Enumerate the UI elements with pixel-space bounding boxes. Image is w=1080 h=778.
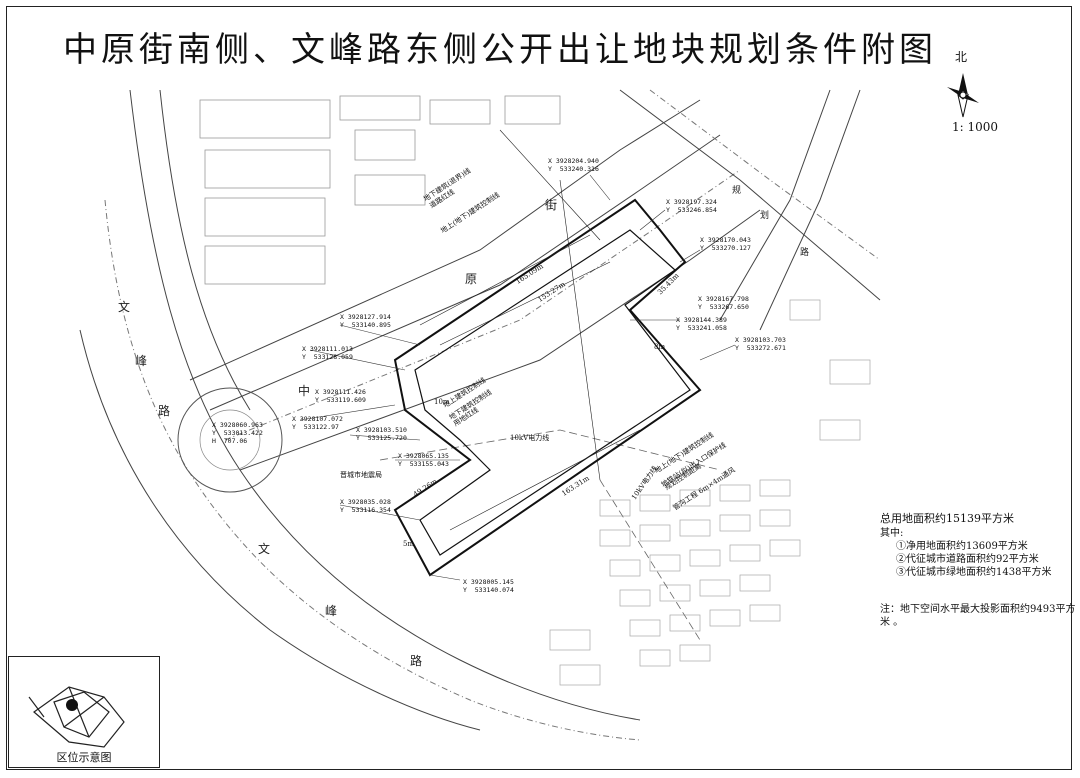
location-inset: 区位示意图 bbox=[8, 656, 160, 768]
stats-note: 注：地下空间水平最大投影面积约9493平方米 。 bbox=[880, 604, 1076, 628]
road-label: 路 bbox=[800, 248, 810, 258]
label-district-office: 晋城市地震局 bbox=[340, 471, 382, 479]
building-control-line bbox=[414, 229, 691, 556]
roundabout bbox=[177, 387, 283, 493]
road-east bbox=[619, 89, 881, 331]
coord-label: X 3928144.389 Y 533241.058 bbox=[676, 316, 727, 332]
site-location-marker-icon bbox=[66, 699, 78, 711]
road-label: 规 bbox=[732, 186, 742, 196]
coord-label: X 3928107.072 Y 533122.97 bbox=[292, 415, 343, 431]
road-label: 峰 bbox=[325, 604, 338, 618]
stats-of-which: 其中: bbox=[880, 528, 904, 539]
road-label: 划 bbox=[760, 211, 770, 221]
road-label: 文 bbox=[258, 542, 271, 556]
north-arrow-icon bbox=[947, 73, 979, 118]
coord-label: X 3928111.013 Y 533128.059 bbox=[302, 345, 353, 361]
coord-label: X 3928060.963 Y 533013.422 H 707.06 bbox=[212, 421, 263, 445]
site-boundary bbox=[393, 198, 702, 577]
coord-label: X 3928204.940 Y 533240.316 bbox=[548, 157, 599, 173]
coord-label: X 3928035.028 Y 533116.354 bbox=[340, 498, 391, 514]
label-power-line: 10kV电力线 bbox=[510, 434, 550, 442]
road-label: 街 bbox=[545, 198, 558, 212]
label-dimension: 5m bbox=[403, 540, 415, 548]
road-label: 中 bbox=[298, 384, 311, 398]
coord-label: X 3928127.914 Y 533140.895 bbox=[340, 313, 391, 329]
road-label: 原 bbox=[465, 272, 478, 286]
leader-lines bbox=[299, 174, 736, 581]
power-lines bbox=[379, 429, 721, 641]
road-label: 峰 bbox=[135, 354, 148, 368]
coord-label: X 3928065.135 Y 533155.043 bbox=[398, 452, 449, 468]
road-label: 文 bbox=[118, 300, 131, 314]
existing-buildings-se bbox=[549, 299, 871, 686]
coord-label: X 3928103.703 Y 533272.671 bbox=[735, 336, 786, 352]
label-dimension: 8m bbox=[654, 343, 666, 351]
label-dimension: 10m bbox=[434, 398, 450, 406]
dimension-lines bbox=[419, 129, 641, 531]
existing-buildings-nw bbox=[199, 95, 561, 285]
road-zhongyuan bbox=[189, 99, 761, 471]
stats-total: 总用地面积约15139平方米 bbox=[880, 512, 1014, 525]
inset-map bbox=[28, 686, 125, 748]
coord-label: X 3928167.798 Y 533267.650 bbox=[698, 295, 749, 311]
area-stats: 总用地面积约15139平方米 其中: ①净用地面积约13609平方米 ②代征城市… bbox=[880, 512, 1080, 629]
page-title: 中原街南侧、文峰路东侧公开出让地块规划条件附图 bbox=[63, 30, 937, 70]
north-label: 北 bbox=[955, 50, 968, 64]
stats-item: ①净用地面积约13609平方米 bbox=[896, 541, 1028, 552]
road-wenfeng bbox=[79, 89, 641, 741]
road-label: 路 bbox=[158, 404, 171, 418]
stats-item: ③代征城市绿地面积约1438平方米 bbox=[896, 567, 1052, 578]
inset-label: 区位示意图 bbox=[56, 751, 112, 764]
roundabout-inner bbox=[199, 409, 261, 471]
coord-label: X 3928170.043 Y 533270.127 bbox=[700, 236, 751, 252]
coord-label: X 3928111.426 Y 533119.609 bbox=[315, 388, 366, 404]
scale-label: 1: 1000 bbox=[952, 120, 999, 134]
stats-item: ②代征城市道路面积约92平方米 bbox=[896, 554, 1039, 565]
coord-label: X 3928103.510 Y 533125.720 bbox=[356, 426, 407, 442]
coord-label: X 3928197.324 Y 533246.854 bbox=[666, 198, 717, 214]
drawing-frame bbox=[6, 6, 1072, 770]
coord-label: X 3928005.145 Y 533140.074 bbox=[463, 578, 514, 594]
road-label: 路 bbox=[410, 654, 423, 668]
